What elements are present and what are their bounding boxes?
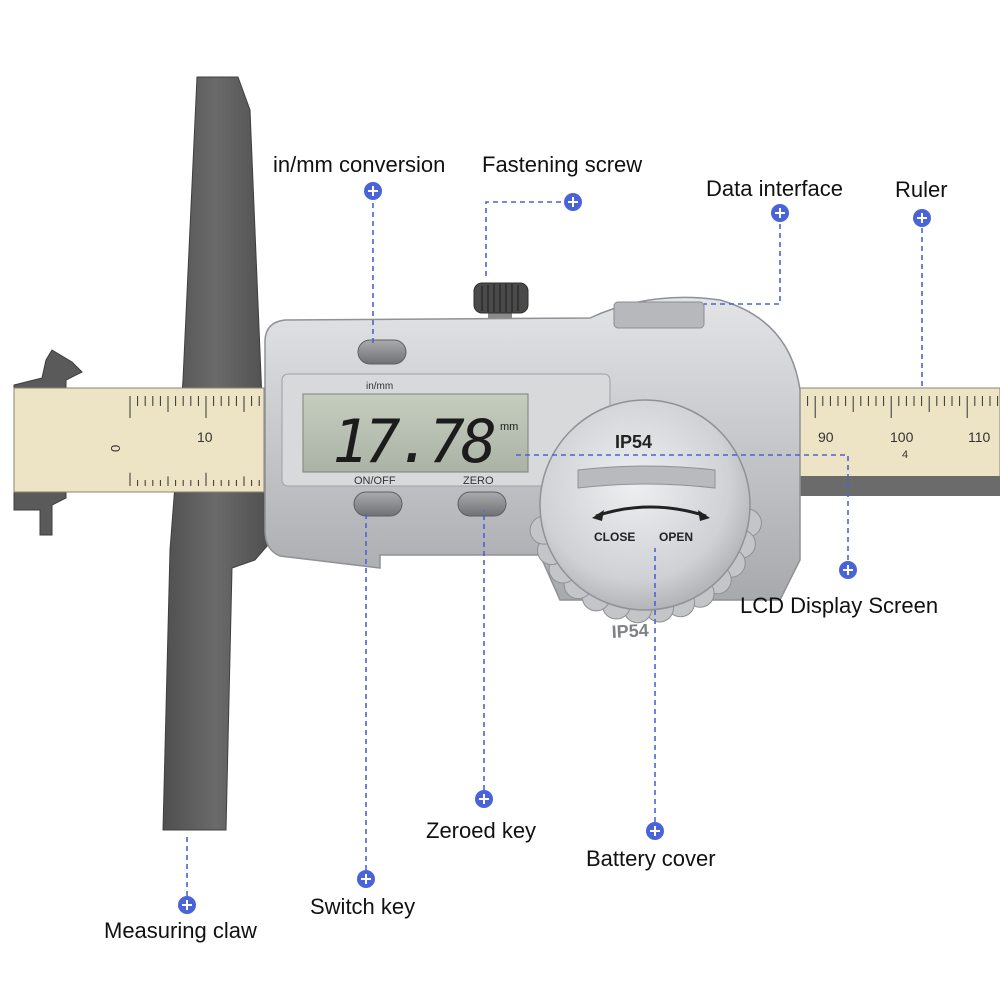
label-switch-key: Switch key xyxy=(310,894,416,919)
close-label: CLOSE xyxy=(594,530,635,544)
scale-right-sub: 4 xyxy=(902,449,908,461)
scale-right-90: 90 xyxy=(818,429,834,445)
ip54-rating: IP54 xyxy=(615,432,652,452)
inmm-button[interactable] xyxy=(357,339,407,365)
scale-left-0: 0 xyxy=(108,445,123,452)
marker-lcd-icon xyxy=(839,561,857,579)
data-interface-port xyxy=(613,301,705,329)
lcd-reading: 17.78 xyxy=(332,407,493,477)
zero-button[interactable] xyxy=(457,491,507,517)
label-measuring-claw: Measuring claw xyxy=(104,918,257,943)
label-ruler: Ruler xyxy=(895,177,948,202)
marker-battery-icon xyxy=(646,822,664,840)
screw-knurl xyxy=(481,284,519,312)
ruler-right-edge xyxy=(770,476,1000,496)
marker-data-icon xyxy=(771,204,789,222)
rotate-arrow xyxy=(595,505,707,518)
leader-lcd xyxy=(512,454,849,560)
label-lcd-display-screen: LCD Display Screen xyxy=(740,593,939,618)
rotate-arrow-left-head xyxy=(592,510,604,521)
lcd-unit: mm xyxy=(500,421,518,433)
rotate-arrow-right-head xyxy=(698,510,710,521)
leader-screw xyxy=(485,201,561,280)
lcd-screen xyxy=(302,393,529,473)
ruler-left xyxy=(13,387,265,493)
scale-right-100: 100 xyxy=(890,429,914,445)
marker-ruler-icon xyxy=(913,209,931,227)
battery-grip xyxy=(577,465,716,489)
marker-inmm-icon xyxy=(364,182,382,200)
lcd-inmm-label: in/mm xyxy=(366,381,393,392)
battery-cover[interactable] xyxy=(539,399,751,611)
leader-data xyxy=(704,215,781,305)
leader-lines xyxy=(186,201,923,896)
scale-right-110: 110 xyxy=(968,429,991,445)
marker-screw-icon xyxy=(564,193,582,211)
label-battery-cover: Battery cover xyxy=(586,846,716,871)
ruler-right-ticks xyxy=(799,396,999,418)
ip54-rating-lower: IP54 xyxy=(611,620,649,642)
onoff-label: ON/OFF xyxy=(354,475,396,487)
marker-switch-icon xyxy=(357,870,375,888)
onoff-button[interactable] xyxy=(353,491,403,517)
open-label: OPEN xyxy=(659,530,693,544)
ruler-left-ticks xyxy=(129,396,260,486)
zero-label: ZERO xyxy=(463,475,494,487)
label-zeroed-key: Zeroed key xyxy=(426,818,537,843)
label-fastening-screw: Fastening screw xyxy=(482,152,643,177)
marker-zero-icon xyxy=(475,790,493,808)
scale-left-10: 10 xyxy=(197,429,213,445)
label-inmm-conversion: in/mm conversion xyxy=(273,152,446,177)
label-data-interface: Data interface xyxy=(706,176,843,201)
marker-claw-icon xyxy=(178,896,196,914)
